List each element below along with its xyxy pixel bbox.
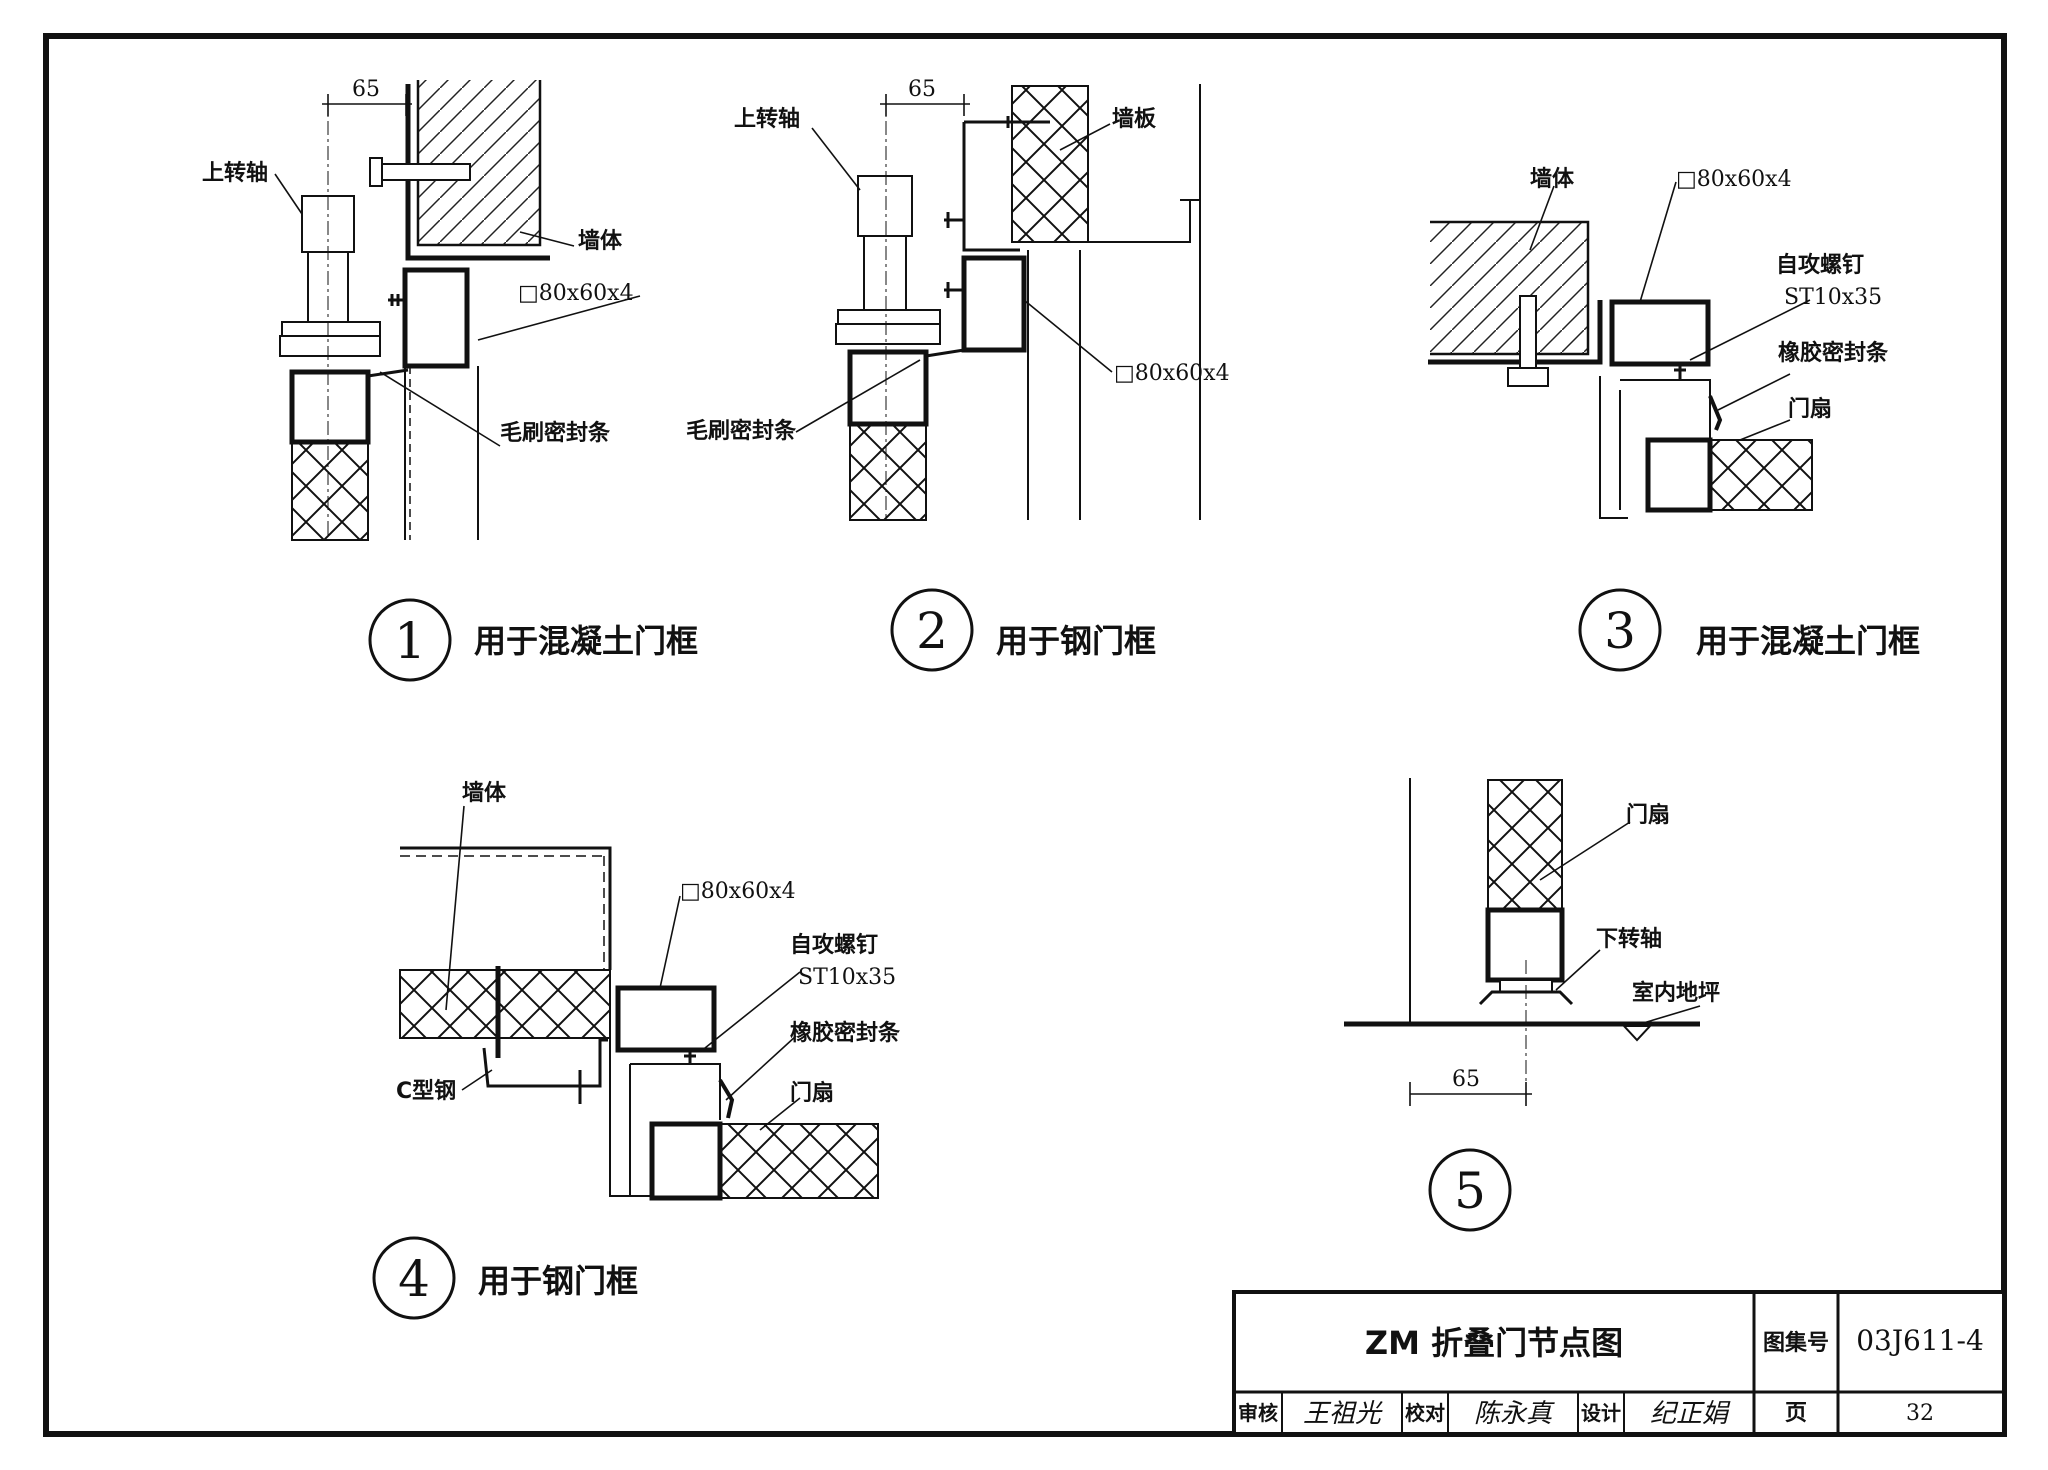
title-block-check-label: 校对 xyxy=(1405,1401,1445,1425)
detail-4-screw-spec: ST10x35 xyxy=(798,965,896,990)
detail-3-number-circle xyxy=(1578,588,1662,672)
title-block-review-label: 审核 xyxy=(1238,1401,1278,1425)
title-block-design-signature: 纪正娟 xyxy=(1650,1399,1731,1429)
title-block xyxy=(1232,1290,2006,1436)
detail-1-number: 1 xyxy=(394,612,426,670)
detail-4-caption: 用于钢门框 xyxy=(478,1262,638,1300)
title-block-check-signature: 陈永真 xyxy=(1474,1399,1555,1429)
title-block-review-signature: 王祖光 xyxy=(1303,1399,1383,1429)
detail-2-seal-label: 毛刷密封条 xyxy=(686,418,797,444)
detail-4-channel-label: C型钢 xyxy=(396,1078,456,1104)
detail-4-drawing xyxy=(399,805,879,1201)
detail-3-screw-spec: ST10x35 xyxy=(1784,285,1882,310)
detail-4-number-circle xyxy=(372,1236,456,1320)
sheet-border xyxy=(43,33,2007,1437)
detail-5-drawing xyxy=(1344,778,1701,1106)
detail-4-number: 4 xyxy=(398,1250,430,1308)
detail-2-tube-label: □80x60x4 xyxy=(1114,361,1230,386)
detail-5-floor-label: 室内地坪 xyxy=(1632,980,1720,1006)
detail-2-number: 2 xyxy=(916,602,948,660)
detail-1-drawing xyxy=(274,80,641,541)
detail-4-tube-label: □80x60x4 xyxy=(680,879,796,904)
title-block-title: ZM 折叠门节点图 xyxy=(1365,1324,1623,1362)
detail-1-tube-label: □80x60x4 xyxy=(518,281,634,306)
title-block-page-label: 页 xyxy=(1785,1401,1807,1426)
detail-4-seal-label: 橡胶密封条 xyxy=(790,1020,901,1046)
title-block-page-number: 32 xyxy=(1906,1401,1934,1426)
detail-3-tube-label: □80x60x4 xyxy=(1676,167,1792,192)
detail-1-wall-label: 墙体 xyxy=(578,229,623,254)
title-block-atlas-number: 03J611-4 xyxy=(1856,1324,1984,1357)
detail-5-number-circle xyxy=(1428,1148,1512,1232)
detail-1-shaft-label: 上转轴 xyxy=(202,160,268,186)
detail-4-leaf-label: 门扇 xyxy=(790,1080,834,1106)
detail-2-number-circle xyxy=(890,588,974,672)
detail-4-screw-label: 自攻螺钉 xyxy=(790,932,878,958)
detail-3-number: 3 xyxy=(1604,602,1636,660)
detail-1-dim-label: 65 xyxy=(352,77,380,102)
detail-5-number: 5 xyxy=(1454,1162,1486,1220)
detail-3-seal-label: 橡胶密封条 xyxy=(1778,340,1889,366)
detail-2-caption: 用于钢门框 xyxy=(996,622,1156,660)
detail-5-shaft-label: 下转轴 xyxy=(1596,926,1662,952)
detail-2-drawing xyxy=(795,84,1201,521)
detail-3-caption: 用于混凝土门框 xyxy=(1696,622,1920,660)
detail-1-number-circle xyxy=(368,598,452,682)
detail-3-leaf-label: 门扇 xyxy=(1788,396,1832,422)
detail-1-caption: 用于混凝土门框 xyxy=(474,622,698,660)
title-block-atlas-label: 图集号 xyxy=(1763,1330,1829,1356)
detail-4-wall-label: 墙体 xyxy=(462,781,507,806)
detail-1-seal-label: 毛刷密封条 xyxy=(500,420,611,446)
detail-3-screw-label: 自攻螺钉 xyxy=(1776,252,1864,278)
detail-5-dim-label: 65 xyxy=(1452,1067,1480,1092)
detail-2-panel-label: 墙板 xyxy=(1112,107,1157,132)
detail-3-wall-label: 墙体 xyxy=(1530,167,1575,192)
detail-2-dim-label: 65 xyxy=(908,77,936,102)
title-block-design-label: 设计 xyxy=(1581,1401,1621,1425)
detail-2-shaft-label: 上转轴 xyxy=(734,106,800,132)
detail-3-drawing xyxy=(1428,181,1813,519)
detail-5-leaf-label: 门扇 xyxy=(1626,802,1670,828)
